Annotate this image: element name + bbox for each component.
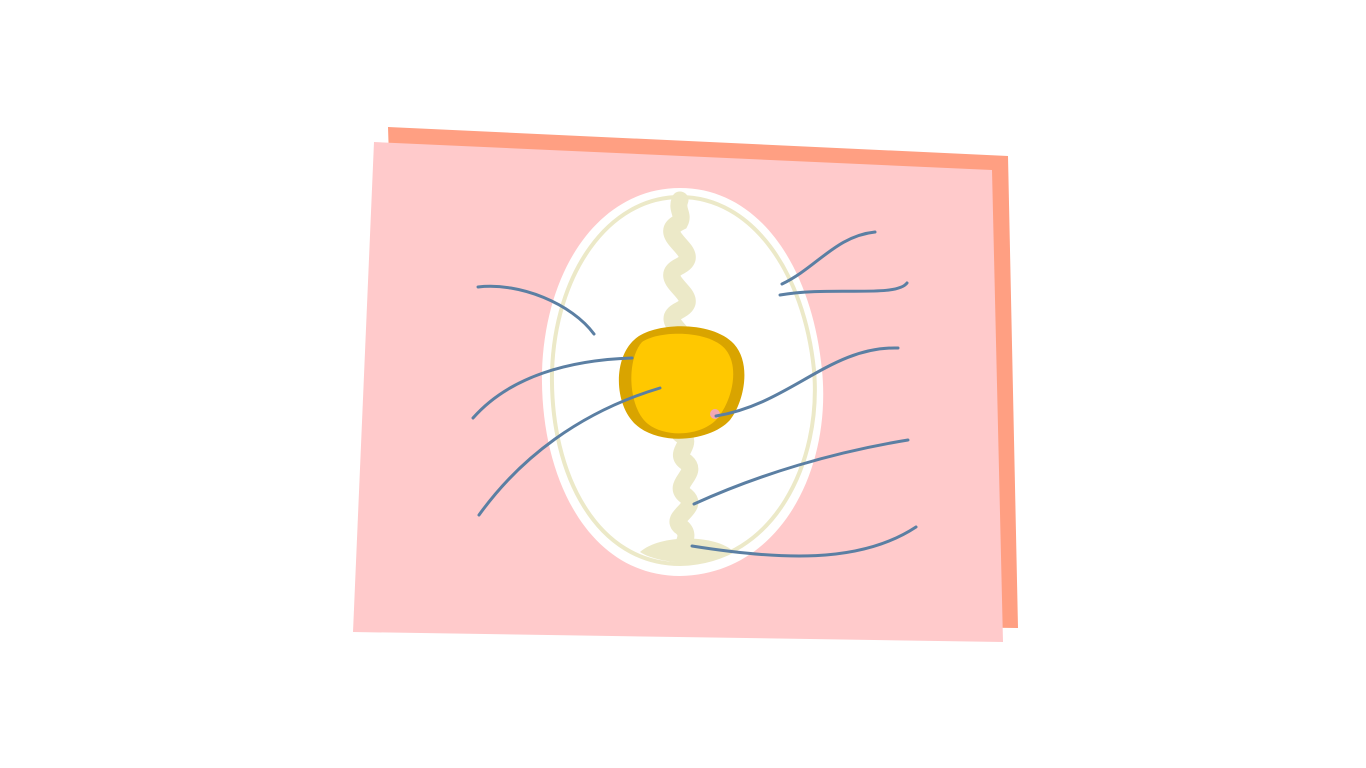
leader-line-inner-left [477, 386, 662, 517]
leader-line-shell-left [476, 284, 596, 336]
lower-chalaza-base [640, 538, 734, 563]
lower-chalaza [669, 425, 699, 563]
leader-line-chalaza-right [692, 438, 910, 506]
germinal-disc [710, 409, 720, 419]
leader-line-bottom-right [690, 525, 918, 558]
leader-line-membrane-upper-right [780, 230, 877, 286]
leader-line-membrane-right [778, 281, 909, 297]
upper-chalaza [663, 191, 696, 343]
leader-lines [471, 230, 918, 558]
leader-line-germinal-disc [714, 346, 900, 418]
shell-membrane [549, 194, 817, 567]
leader-line-yolk-left [471, 356, 634, 420]
yolk-inner [631, 333, 734, 434]
